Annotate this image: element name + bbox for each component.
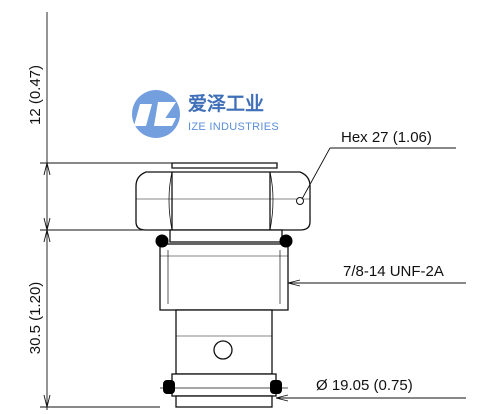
valve-body [135, 162, 311, 408]
cross-port [213, 340, 233, 360]
lower-o-ring-right [270, 380, 282, 394]
top-length-label: 12 (0.47) [27, 65, 44, 125]
ize-industries-logo-icon [132, 90, 180, 138]
watermark-logo: 爱泽工业 IZE INDUSTRIES [132, 90, 279, 138]
lower-o-ring-left [163, 380, 175, 394]
upper-o-ring-right [279, 234, 293, 248]
upper-o-ring-left [155, 234, 169, 248]
hex-nut [171, 162, 278, 169]
body-length-label: 30.5 (1.20) [27, 282, 44, 355]
thread-label: 7/8-14 UNF-2A [343, 263, 444, 280]
diameter-label: Ø 19.05 (0.75) [316, 377, 413, 394]
hex-label: Hex 27 (1.06) [341, 129, 432, 146]
dimension-lines-left [40, 12, 175, 410]
leader-lines [275, 147, 466, 402]
thread-section [159, 243, 289, 311]
logo-name-en: IZE INDUSTRIES [188, 121, 279, 133]
logo-name-cn: 爱泽工业 [188, 93, 264, 115]
o-rings [155, 234, 293, 394]
